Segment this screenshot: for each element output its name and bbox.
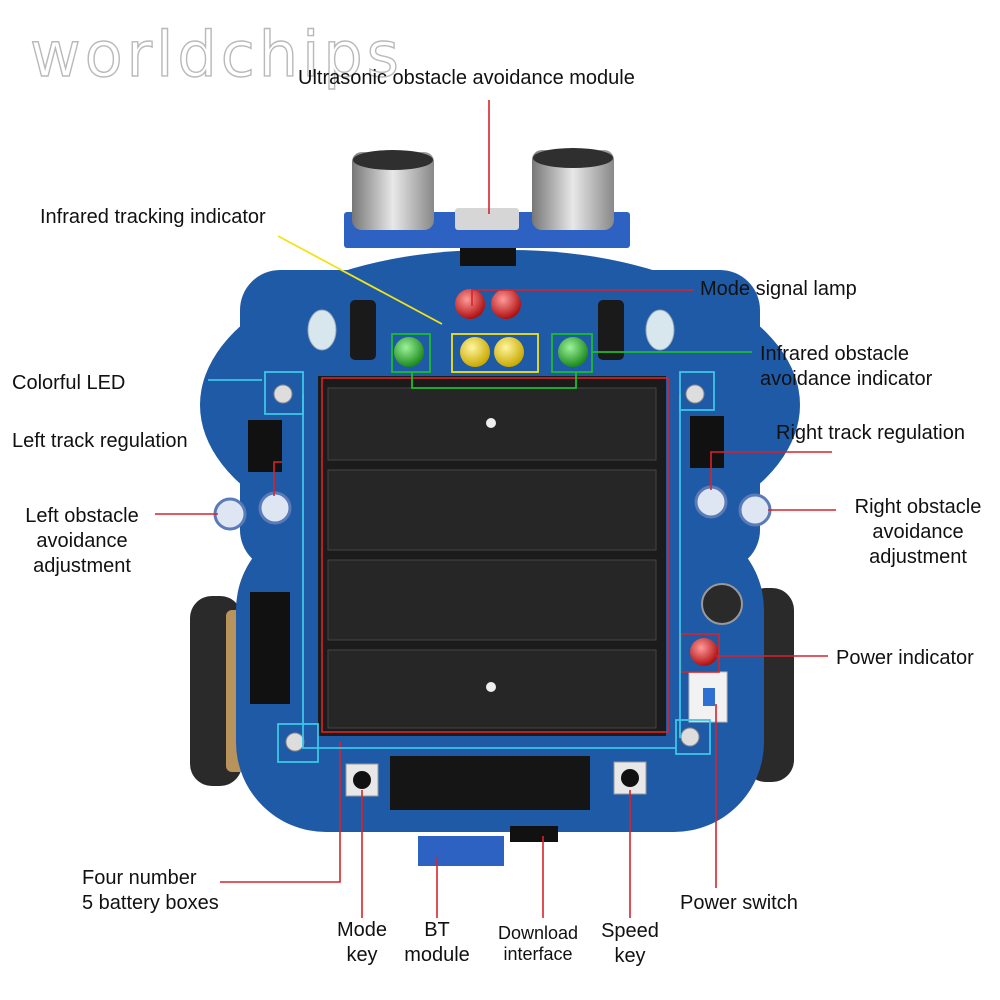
right-obstacle-pot	[738, 493, 772, 527]
power-led	[690, 638, 718, 666]
label-colorful-led: Colorful LED	[12, 372, 126, 394]
right-track-pot	[694, 485, 728, 519]
left-obstacle-led	[394, 337, 424, 367]
label-ultrasonic: Ultrasonic obstacle avoidance module	[298, 67, 635, 89]
left-ir-led	[307, 309, 337, 351]
label-left-obstacle-3: adjustment	[33, 555, 131, 577]
label-ir-obstacle-2: avoidance indicator	[760, 368, 933, 390]
label-download-2: interface	[503, 944, 573, 964]
label-battery-2: 5 battery boxes	[82, 892, 219, 914]
label-left-obstacle-2: avoidance	[36, 530, 128, 552]
label-left-track: Left track regulation	[12, 430, 188, 452]
microcontroller-chip	[390, 756, 590, 810]
label-right-obstacle-3: adjustment	[869, 546, 967, 568]
cyan-callouts	[208, 371, 715, 763]
label-mode-lamp: Mode signal lamp	[700, 278, 857, 300]
label-speed-1: Speed	[601, 920, 659, 942]
power-switch-toggle	[703, 688, 715, 706]
left-ir-sensor	[350, 300, 376, 360]
colorful-led-bottom-left	[285, 732, 305, 752]
right-ir-led	[645, 309, 675, 351]
watermark-top: worldchips	[29, 17, 403, 91]
label-power-indicator: Power indicator	[836, 647, 974, 669]
green-callout	[391, 333, 752, 389]
label-ir-obstacle-1: Infrared obstacle	[760, 343, 909, 365]
label-ir-tracking: Infrared tracking indicator	[40, 206, 266, 228]
label-right-track: Right track regulation	[776, 422, 965, 444]
colorful-led-top-left	[273, 384, 293, 404]
ultrasonic-module	[344, 148, 630, 266]
left-tracking-led	[460, 337, 490, 367]
mode-led-s1	[455, 289, 485, 319]
label-speed-2: key	[614, 945, 646, 967]
right-obstacle-led	[558, 337, 588, 367]
capacitor	[701, 583, 743, 625]
right-comparator-chip	[690, 416, 724, 468]
mode-led-s0	[491, 289, 521, 319]
yellow-callout	[277, 235, 539, 373]
mode-key-button	[353, 771, 371, 789]
left-comparator-chip	[248, 420, 282, 472]
label-right-obstacle-2: avoidance	[872, 521, 964, 543]
bt-module-board	[418, 836, 504, 866]
battery-box	[318, 376, 666, 736]
label-mode-key-2: key	[346, 944, 378, 966]
right-ir-sensor	[598, 300, 624, 360]
red-callouts	[155, 100, 836, 918]
right-tracking-led	[494, 337, 524, 367]
label-left-obstacle-1: Left obstacle	[25, 505, 139, 527]
label-download-1: Download	[497, 923, 579, 943]
download-header	[510, 826, 558, 842]
label-bt-1: BT	[424, 919, 450, 941]
left-obstacle-pot	[213, 497, 247, 531]
colorful-led-bottom-right	[680, 727, 700, 747]
left-track-pot	[258, 491, 292, 525]
label-power-switch: Power switch	[680, 892, 798, 914]
label-bt-2: module	[404, 944, 470, 966]
label-right-obstacle-1: Right obstacle	[854, 496, 982, 518]
label-mode-key-1: Mode	[336, 919, 388, 941]
colorful-led-top-right	[685, 384, 705, 404]
speed-key-button	[621, 769, 639, 787]
motor-driver-chip	[250, 592, 290, 704]
label-battery-1: Four number	[82, 867, 197, 889]
